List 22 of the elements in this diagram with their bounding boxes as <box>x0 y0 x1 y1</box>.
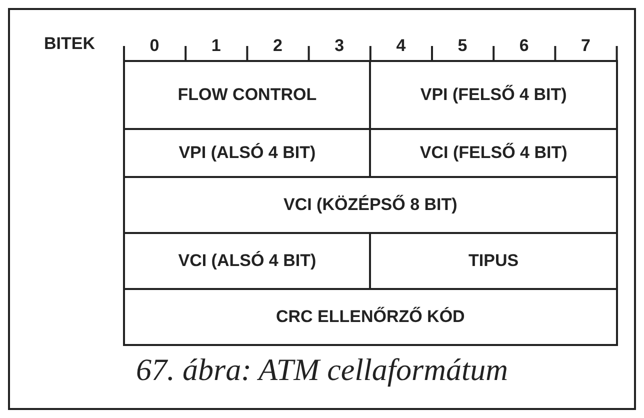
field-label: VPI (FELSŐ 4 BIT) <box>420 85 567 105</box>
bit-number: 0 <box>150 36 160 56</box>
field-label: CRC ELLENŐRZŐ KÓD <box>276 307 465 327</box>
field-label: TIPUS <box>468 251 519 271</box>
caption: 67. ábra: ATM cellaformátum <box>135 352 509 388</box>
bit-number: 3 <box>334 36 344 56</box>
row-heading: BITEK <box>44 34 95 54</box>
bit-number: 7 <box>581 36 590 56</box>
bit-number: 6 <box>519 36 529 56</box>
bit-number: 4 <box>396 36 406 56</box>
bit-number: 5 <box>458 36 468 56</box>
field-label: VPI (ALSÓ 4 BIT) <box>178 143 316 163</box>
field-cell <box>123 176 618 234</box>
field-label: VCI (KÖZÉPSŐ 8 BIT) <box>284 195 458 215</box>
field-cell <box>369 60 618 130</box>
bit-number: 2 <box>273 36 282 56</box>
field-cell <box>123 60 372 130</box>
bit-number: 1 <box>211 36 221 56</box>
field-label: VCI (FELSŐ 4 BIT) <box>420 143 568 163</box>
field-label: FLOW CONTROL <box>178 85 317 105</box>
field-cell <box>123 288 618 346</box>
field-label: VCI (ALSÓ 4 BIT) <box>178 251 316 271</box>
